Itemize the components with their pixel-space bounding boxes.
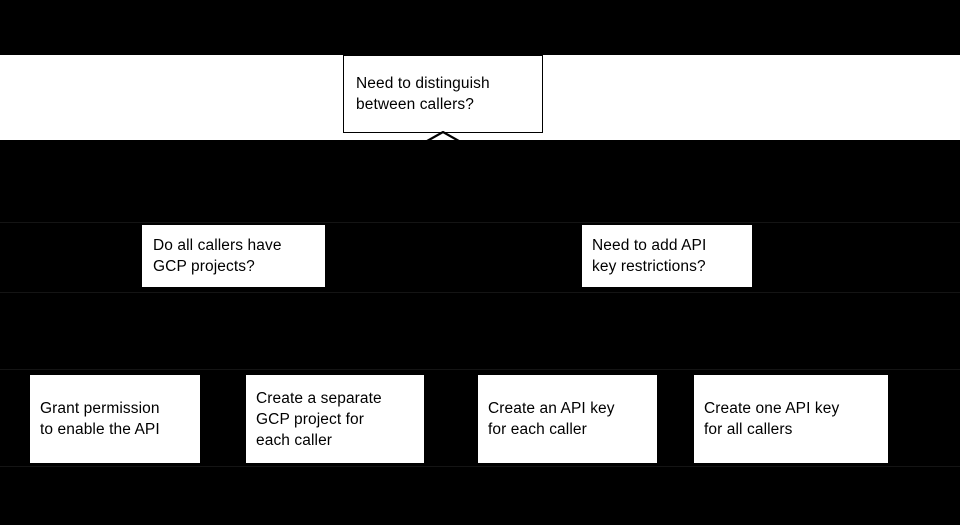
node-create-an-api-key-for-each-caller[interactable]: Create an API key for each caller: [478, 375, 657, 463]
node-label: Need to add API key restrictions?: [592, 237, 707, 275]
node-do-all-callers-have-gcp-projects[interactable]: Do all callers have GCP projects?: [142, 225, 325, 287]
row3-bottom-rule: [0, 466, 960, 467]
node-label: Need to distinguish between callers?: [356, 75, 490, 113]
node-label: Grant permission to enable the API: [40, 400, 160, 438]
node-need-to-add-api-key-restrictions[interactable]: Need to add API key restrictions?: [582, 225, 752, 287]
arrowhead-down-icon: [418, 131, 468, 147]
row2-top-rule: [0, 222, 960, 223]
node-label: Create an API key for each caller: [488, 400, 615, 438]
node-grant-permission-to-enable-the-api[interactable]: Grant permission to enable the API: [30, 375, 200, 463]
row2-bottom-rule: [0, 292, 960, 293]
node-need-to-distinguish-between-callers[interactable]: Need to distinguish between callers?: [343, 55, 543, 133]
node-create-a-separate-gcp-project-for-each-caller[interactable]: Create a separate GCP project for each c…: [246, 375, 424, 463]
row3-top-rule: [0, 369, 960, 370]
node-create-one-api-key-for-all-callers[interactable]: Create one API key for all callers: [694, 375, 888, 463]
node-label: Create a separate GCP project for each c…: [256, 389, 382, 449]
node-label: Create one API key for all callers: [704, 400, 840, 438]
node-label: Do all callers have GCP projects?: [153, 237, 282, 275]
